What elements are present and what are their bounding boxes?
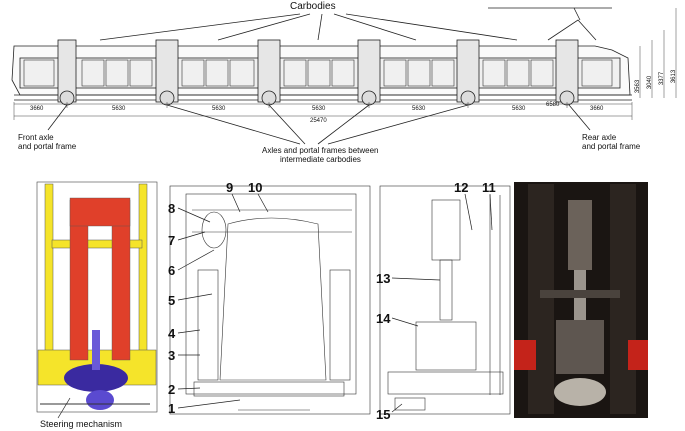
callout-3: 3 bbox=[168, 348, 176, 363]
total-length-label: 25470 bbox=[310, 118, 327, 124]
dim-label: 5630 bbox=[212, 106, 226, 112]
dim-label: 6580 bbox=[546, 102, 560, 108]
dim-label: 5630 bbox=[112, 106, 126, 112]
dim-label: 3660 bbox=[590, 106, 604, 112]
callout-6: 6 bbox=[168, 263, 176, 278]
tram-side-elevation bbox=[11, 7, 632, 106]
callout-10: 10 bbox=[248, 180, 263, 195]
callout-14: 14 bbox=[376, 311, 391, 326]
rear-axle-label-2: and portal frame bbox=[582, 142, 641, 151]
dim-label: 5630 bbox=[412, 106, 426, 112]
dimension-lines bbox=[13, 8, 677, 120]
height-dim-label: 3613 bbox=[671, 69, 678, 84]
front-axle-label-2: and portal frame bbox=[18, 142, 77, 151]
portal-frame-drawing bbox=[169, 185, 371, 415]
rear-axle-label-1: Rear axle bbox=[582, 133, 617, 142]
axle-photo bbox=[514, 182, 648, 418]
callout-4: 4 bbox=[168, 326, 176, 341]
callout-11: 11 bbox=[482, 180, 496, 195]
carbodies-label: Carbodies bbox=[290, 1, 336, 12]
callout-5: 5 bbox=[168, 293, 176, 308]
number-leaders bbox=[57, 193, 493, 419]
height-dim-label: 3040 bbox=[647, 75, 654, 90]
callout-2: 2 bbox=[168, 382, 176, 397]
callout-1: 1 bbox=[168, 401, 176, 416]
axle-drawing bbox=[379, 185, 511, 415]
callout-15: 15 bbox=[376, 407, 391, 422]
intermediate-label-1: Axles and portal frames between bbox=[262, 146, 379, 155]
steering-mechanism-drawing bbox=[36, 181, 158, 413]
height-dim-label: 3377 bbox=[659, 71, 666, 86]
callout-8: 8 bbox=[168, 201, 176, 216]
dim-label: 5630 bbox=[512, 106, 526, 112]
callout-arrows bbox=[47, 13, 591, 145]
height-dim-label: 3563 bbox=[635, 79, 642, 94]
front-axle-label-1: Front axle bbox=[18, 133, 54, 142]
callout-12: 12 bbox=[454, 180, 469, 195]
callout-9: 9 bbox=[226, 180, 234, 195]
steering-mechanism-label: Steering mechanism bbox=[40, 419, 123, 429]
dim-label: 5630 bbox=[312, 106, 326, 112]
intermediate-label-2: intermediate carbodies bbox=[280, 155, 361, 164]
callout-7: 7 bbox=[168, 233, 176, 248]
dim-label: 3660 bbox=[30, 106, 44, 112]
callout-13: 13 bbox=[376, 271, 391, 286]
